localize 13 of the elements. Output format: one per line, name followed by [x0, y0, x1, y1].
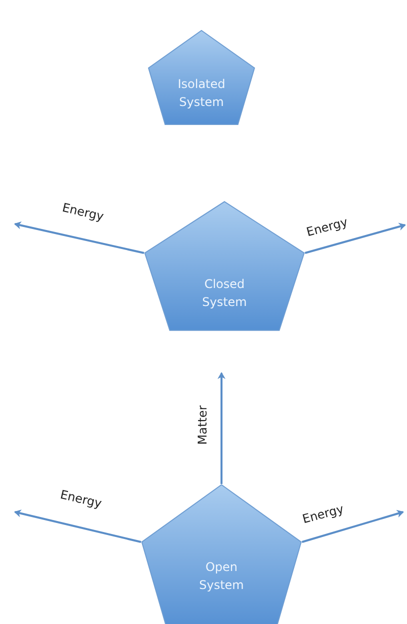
- node-label: Open System: [198, 559, 245, 594]
- arrow: [14, 510, 142, 543]
- edge-label: Matter: [195, 405, 210, 445]
- arrow: [304, 222, 406, 254]
- arrow: [302, 510, 404, 543]
- node-label: Isolated System: [176, 76, 226, 111]
- edge-label: Energy: [300, 502, 346, 526]
- edge-label: Energy: [60, 200, 106, 224]
- edge-label: Energy: [304, 214, 350, 240]
- arrow: [14, 221, 144, 254]
- node-label: Closed System: [201, 276, 248, 311]
- arrow: [218, 372, 226, 484]
- edge-label: Energy: [58, 487, 104, 511]
